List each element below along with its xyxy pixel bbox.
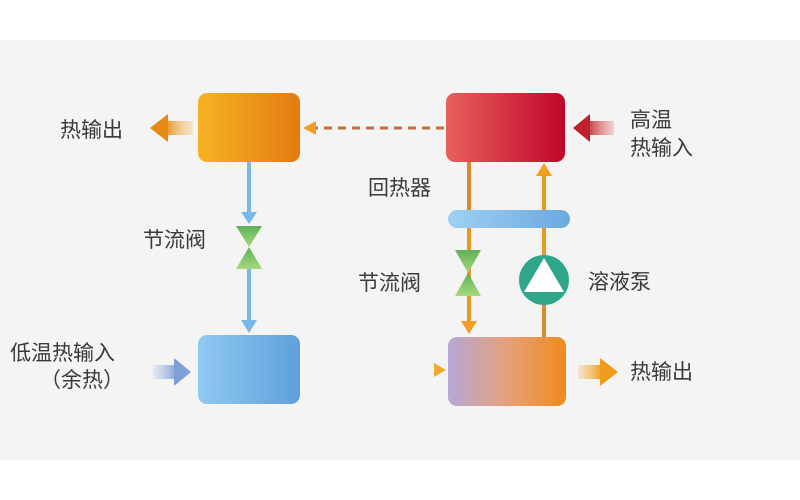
condenser-box: [198, 93, 300, 162]
high-temp-input-sublabel: 热输入: [630, 136, 693, 160]
arrowhead-icon: [241, 212, 257, 224]
regenerator-bar: [448, 210, 570, 228]
solution-pump-label: 溶液泵: [588, 270, 651, 294]
low-temp-input-arrow-icon: [153, 358, 191, 386]
heat-out-right-label: 热输出: [630, 360, 693, 384]
arrowhead-icon: [461, 321, 477, 334]
high-temp-input-arrow-icon: [573, 114, 614, 142]
low-temp-input-label: 低温热输入: [10, 341, 115, 365]
high-temp-input-label: 高温: [630, 108, 672, 132]
throttle-valve-right-label: 节流阀: [358, 271, 421, 295]
low-temp-input-sublabel: （余热）: [40, 368, 124, 392]
solution-pump-icon: [519, 255, 569, 305]
throttle-valve-left-icon: [236, 226, 262, 269]
generator-box: [446, 93, 565, 162]
arrowhead-icon: [303, 121, 316, 135]
heat-out-right-arrow-icon: [578, 358, 618, 386]
heat-out-left-arrow-icon: [150, 114, 193, 142]
throttle-valve-left-label: 节流阀: [143, 228, 206, 252]
diagram-canvas: [0, 40, 800, 460]
heat-out-left-label: 热输出: [60, 118, 123, 142]
throttle-valve-right-icon: [455, 250, 481, 296]
arrowhead-icon: [241, 320, 257, 333]
evaporator-box: [198, 335, 300, 404]
regenerator-label: 回热器: [368, 176, 431, 200]
arrowhead-icon: [536, 163, 552, 176]
arrowhead-icon: [434, 363, 446, 377]
absorber-box: [448, 337, 566, 406]
